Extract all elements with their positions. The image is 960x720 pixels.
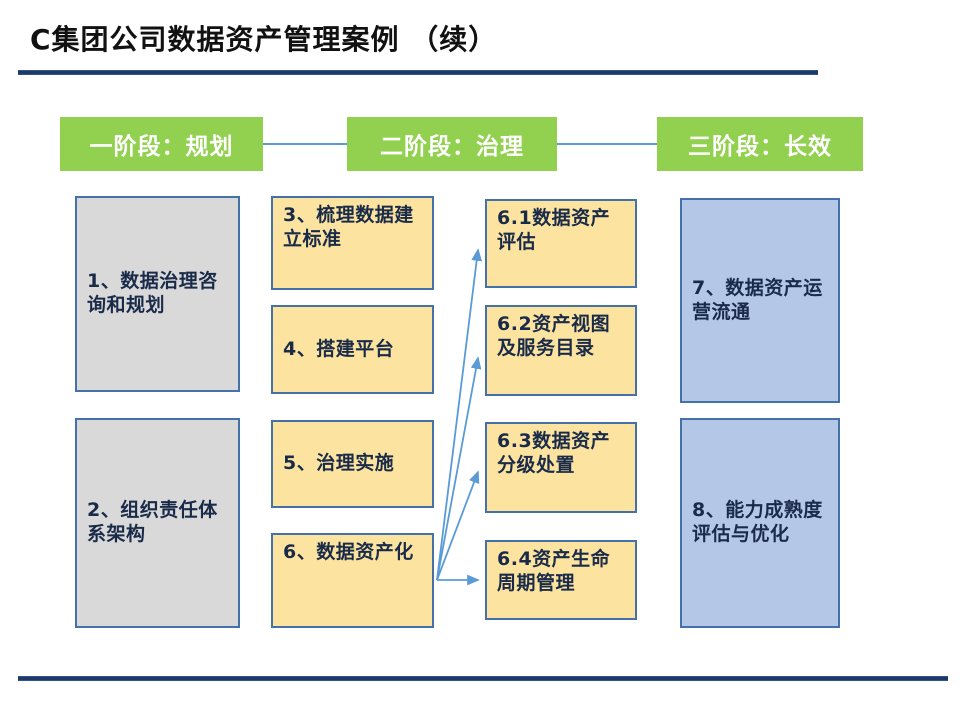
arrow-6-to-61	[436, 248, 483, 581]
process-box-organization-structure[interactable]: 2、组织责任体系架构	[75, 418, 240, 628]
title-divider-top	[18, 70, 818, 75]
arrow-6-to-62	[436, 356, 482, 581]
process-box-maturity-assessment[interactable]: 8、能力成熟度评估与优化	[680, 418, 840, 628]
process-box-asset-view-catalog[interactable]: 6.2资产视图及服务目录	[485, 305, 637, 396]
arrow-6-to-63	[436, 470, 480, 581]
phase-header-governance[interactable]: 二阶段：治理	[347, 117, 557, 171]
process-box-data-standards[interactable]: 3、梳理数据建立标准	[271, 196, 434, 290]
phase-header-planning[interactable]: 一阶段：规划	[60, 117, 263, 171]
phase-header-longterm[interactable]: 三阶段：长效	[657, 117, 863, 171]
process-box-asset-evaluation[interactable]: 6.1数据资产评估	[485, 199, 637, 288]
footer-divider	[18, 676, 948, 681]
page-title: C集团公司数据资产管理案例 （续）	[30, 23, 498, 56]
process-box-governance-implementation[interactable]: 5、治理实施	[271, 420, 434, 508]
phase-connector-1	[263, 143, 347, 145]
process-box-data-assetization[interactable]: 6、数据资产化	[271, 533, 434, 628]
phase-connector-2	[557, 143, 657, 145]
process-box-asset-classification[interactable]: 6.3数据资产分级处置	[485, 422, 637, 513]
process-box-data-governance-consulting[interactable]: 1、数据治理咨询和规划	[75, 196, 240, 392]
process-box-asset-operation[interactable]: 7、数据资产运营流通	[680, 198, 840, 403]
process-box-asset-lifecycle[interactable]: 6.4资产生命周期管理	[485, 540, 637, 620]
process-box-platform-build[interactable]: 4、搭建平台	[271, 305, 434, 394]
